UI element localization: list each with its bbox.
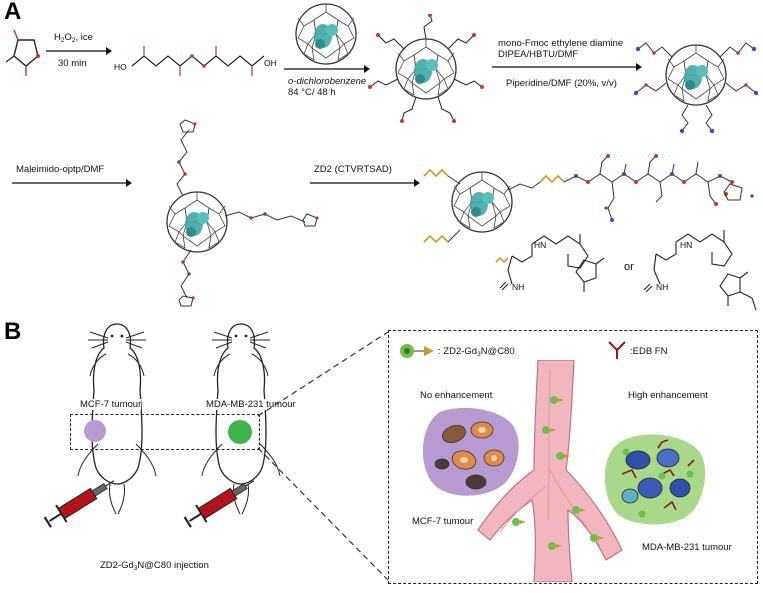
mouse-left-label: MCF-7 tumour (80, 399, 142, 410)
step1-time: 30 min (58, 58, 87, 69)
edb-fn-legend-icon (608, 341, 626, 359)
legend-hn-c: HN (680, 240, 693, 250)
mcf7-tumour-illustration (422, 407, 519, 496)
step5-reagent: ZD2 (CTVRTSAD) (314, 164, 392, 175)
amine-fullerene (633, 42, 759, 134)
blood-vessel (477, 360, 623, 582)
legend-nh-d: NH (656, 282, 669, 292)
legend-hn-a: HN (534, 240, 547, 250)
step2-conditions: 84 °C/ 48 h (288, 87, 336, 98)
tumour-right-dot (228, 420, 252, 444)
inset-right-tumour-label: MDA-MB-231 tumour (642, 542, 732, 553)
injection-label: ZD2-Gd3N@C80 injection (100, 560, 209, 572)
inset-left-tumour-label: MCF-7 tumour (412, 516, 474, 527)
gd3n-c80-fullerene (295, 3, 357, 65)
syringe-right (183, 480, 255, 528)
step1-reagent: H2O2, ice (54, 32, 93, 44)
step3-line3: Piperidine/DMF (20%, v/v) (506, 78, 617, 89)
linker-structure-succinimide (643, 230, 757, 311)
linker-structure-maleimide (495, 234, 605, 292)
inset-panel (388, 330, 758, 584)
step3-line1: mono-Fmoc ethylene diamine (498, 38, 624, 49)
tumour-left-dot (84, 420, 106, 442)
acid-oh-label: OH (264, 58, 277, 68)
mouse-right-label: MDA-MB-231 tumour (206, 399, 296, 410)
zd2-fullerene-conjugate (423, 154, 754, 244)
probe-legend-label: : ZD2-Gd3N@C80 (438, 346, 515, 358)
step4-arrow (12, 179, 132, 187)
syringe-left (43, 480, 115, 528)
carboxylated-fullerene (368, 14, 484, 123)
step3-line2: DIPEA/HBTU/DMF (498, 49, 579, 60)
no-enhancement-label: No enhancement (420, 390, 493, 401)
tumour-selection-box (70, 414, 260, 450)
step1-arrow (46, 47, 112, 55)
step3-arrow (492, 63, 642, 71)
panel-label-b: B (4, 318, 22, 345)
succinic-anhydride-structure (5, 29, 40, 76)
step2-arrow (284, 65, 370, 73)
mda-tumour-illustration (604, 434, 706, 525)
legend-nh-b: NH (512, 282, 525, 292)
high-enhancement-label: High enhancement (628, 390, 708, 401)
step4-reagent: Maleimido-optp/DMF (16, 164, 105, 175)
step5-arrow (310, 179, 420, 187)
maleimide-fullerene (166, 119, 319, 307)
zoom-lines (257, 331, 389, 581)
probe-legend-icon (400, 344, 434, 358)
step2-solvent: o-dichlorobenzene (288, 76, 367, 87)
legend-or-text: or (624, 261, 634, 273)
edb-fn-legend-label: :EDB FN (630, 346, 668, 357)
acid-ho-label: HO (114, 62, 127, 72)
succinic-peroxide-structure (131, 46, 265, 76)
panel-label-a: A (4, 0, 22, 25)
